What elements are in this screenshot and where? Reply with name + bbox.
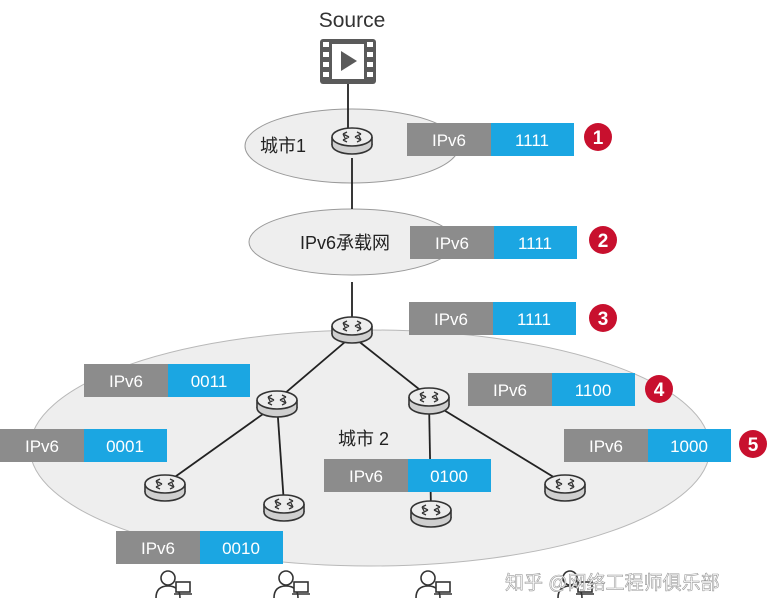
router-icon-left-bottom: [263, 494, 305, 522]
tag-proto: IPv6: [25, 437, 59, 456]
tag-proto: IPv6: [589, 437, 623, 456]
tag-right-leaf: IPv6 1000 5: [564, 429, 767, 462]
tag-city2-entry: IPv6 1111 3: [409, 302, 617, 335]
tag-backbone: IPv6 1111 2: [410, 226, 617, 259]
tag-proto: IPv6: [141, 539, 175, 558]
step-badge: [589, 304, 617, 332]
tag-value: 0011: [191, 372, 228, 391]
tag-proto: IPv6: [434, 310, 468, 329]
backbone-label: IPv6承载网: [300, 233, 390, 253]
user-icon-2: [273, 570, 311, 599]
video-source-icon: [320, 39, 376, 84]
tag-left-bottom: IPv6 0010: [116, 531, 283, 564]
tag-value: 1111: [517, 310, 551, 329]
step-number: 3: [598, 309, 609, 330]
router-icon-city2-entry: [331, 316, 373, 344]
tag-value: 0100: [430, 467, 468, 486]
tag-proto: IPv6: [109, 372, 143, 391]
tag-value: 0001: [106, 437, 144, 456]
tag-right-branch: IPv6 1100 4: [468, 373, 673, 406]
router-icon-city1: [331, 127, 373, 155]
city2-label: 城市 2: [338, 429, 389, 449]
watermark: 知乎 @网络工程师俱乐部: [505, 572, 720, 594]
user-icon-3: [415, 570, 453, 599]
tag-value: 1111: [515, 131, 549, 150]
tag-left-branch: IPv6 0011: [84, 364, 250, 397]
step-number: 1: [593, 128, 604, 149]
tag-city1: IPv6 1111 1: [407, 123, 612, 156]
router-icon-left-leaf: [144, 474, 186, 502]
step-number: 4: [654, 380, 665, 401]
source-label: Source: [319, 9, 386, 32]
tag-value: 1100: [575, 381, 612, 400]
router-icon-right-leaf: [544, 474, 586, 502]
tag-left-leaf: IPv6 0001: [0, 429, 167, 462]
tag-proto: IPv6: [432, 131, 466, 150]
router-icon-middle-leaf: [410, 500, 452, 528]
step-badge: [645, 375, 673, 403]
tag-value: 1111: [518, 234, 552, 253]
step-number: 5: [748, 435, 759, 456]
tag-middle-leaf: IPv6 0100: [324, 459, 491, 492]
tag-proto: IPv6: [435, 234, 469, 253]
user-icon-1: [155, 570, 193, 599]
step-badge: [589, 226, 617, 254]
tag-proto: IPv6: [493, 381, 527, 400]
router-icon-right-branch: [408, 387, 450, 415]
tag-value: 0010: [222, 539, 260, 558]
step-badge: [584, 123, 612, 151]
city1-label: 城市1: [260, 136, 306, 156]
router-icon-left-branch: [256, 390, 298, 418]
tag-proto: IPv6: [349, 467, 383, 486]
tag-value: 1000: [670, 437, 708, 456]
step-number: 2: [598, 231, 609, 252]
step-badge: [739, 430, 767, 458]
link-lines: [164, 83, 566, 511]
